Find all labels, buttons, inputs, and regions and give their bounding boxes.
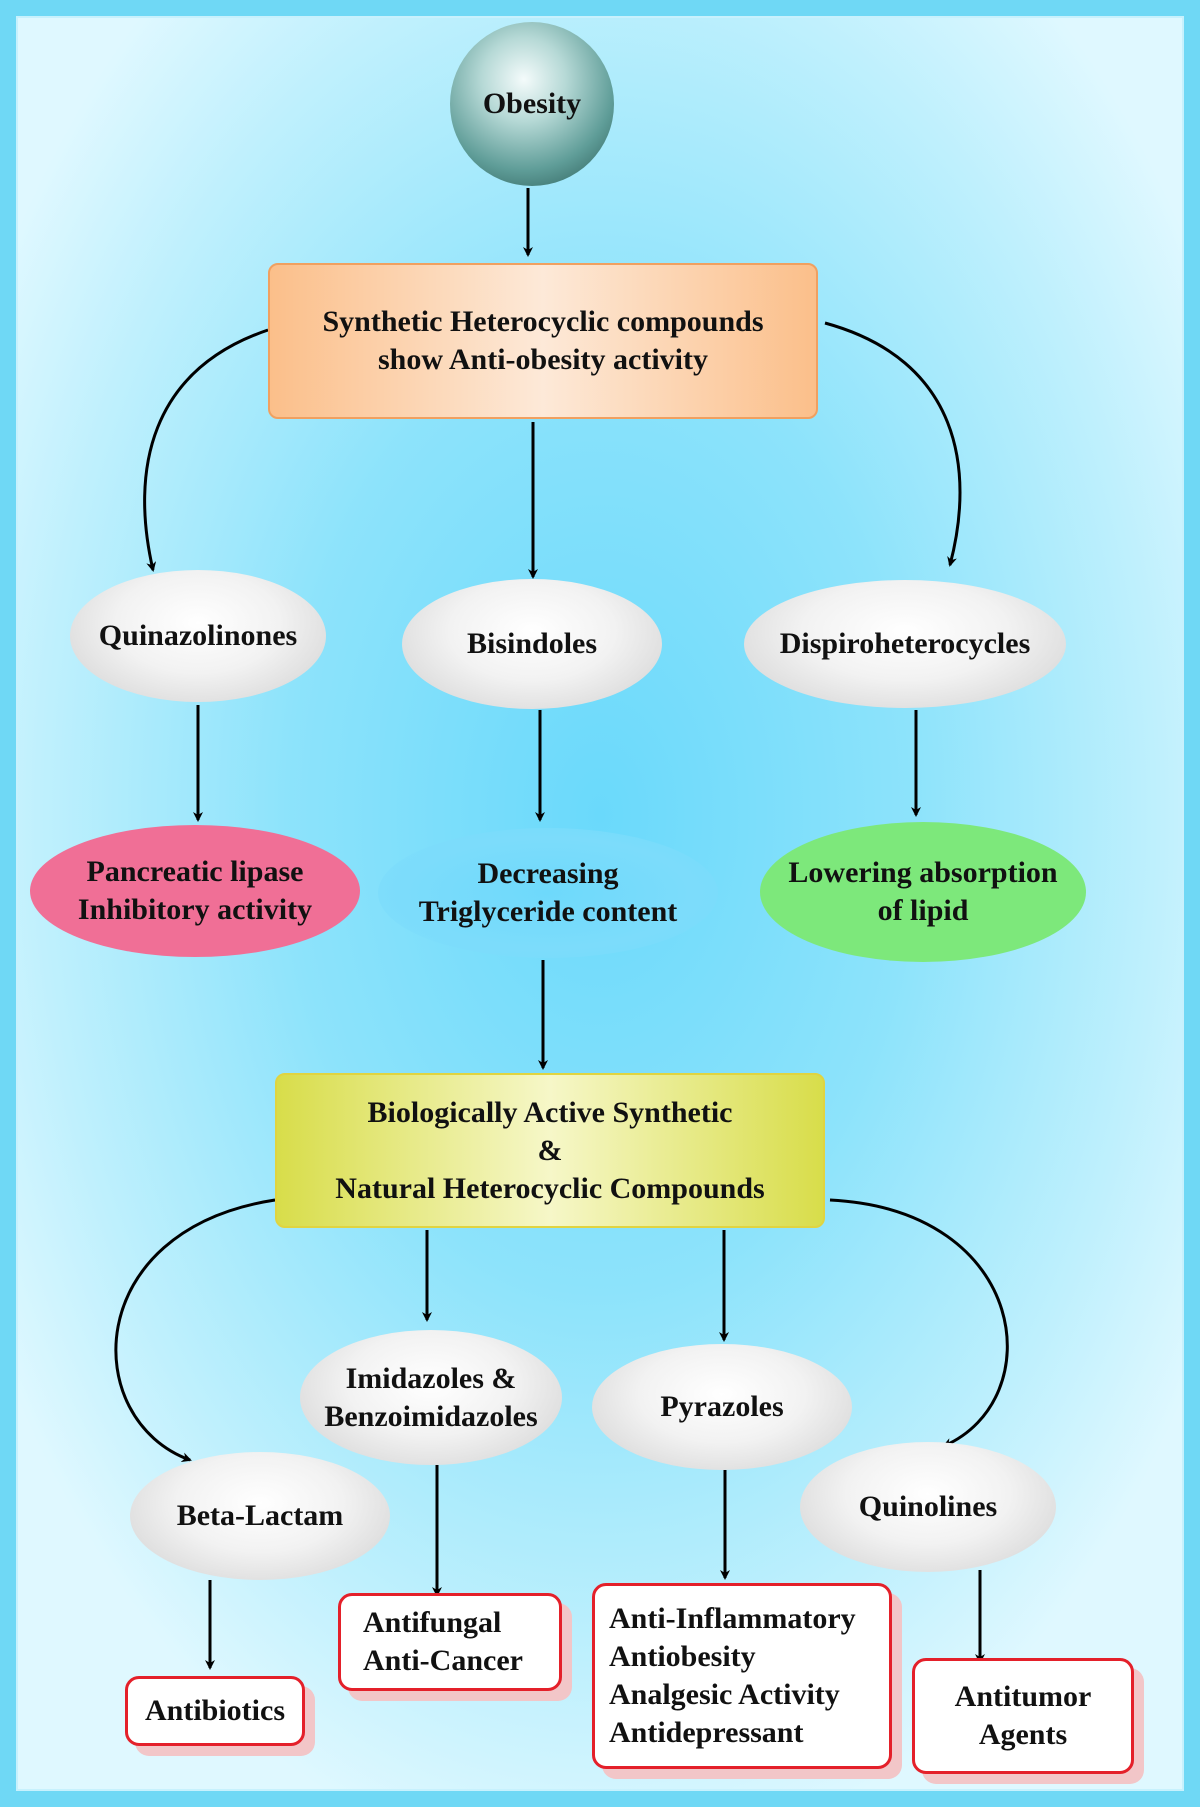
imidazoles-line-2: Benzoimidazoles: [324, 1399, 538, 1433]
antibiotics-label: Antibiotics: [144, 1694, 285, 1727]
biologically-active-box: Biologically Active Synthetic & Natural …: [275, 1073, 825, 1228]
beta-lactam-label: Beta-Lactam: [176, 1499, 344, 1532]
imidazoles-line-1: Imidazoles &: [345, 1361, 517, 1395]
dispiroheterocycles-label: Dispiroheterocycles: [779, 627, 1031, 660]
antitumor-line-2: Agents: [978, 1718, 1068, 1751]
antifungal-box: Antifungal Anti-Cancer: [338, 1593, 562, 1691]
antifungal-line-2: Anti-Cancer: [363, 1644, 523, 1677]
bio-line-3: Natural Heterocyclic Compounds: [335, 1171, 765, 1205]
synthetic-line-2: show Anti-obesity activity: [378, 343, 708, 376]
decreasing-line-1: Decreasing: [477, 857, 619, 890]
anti-inflammatory-label: Anti-Inflammatory: [609, 1602, 856, 1635]
dispiroheterocycles-node: Dispiroheterocycles: [744, 580, 1066, 708]
antitumor-line-1: Antitumor: [954, 1680, 1092, 1713]
bisindoles-node: Bisindoles: [402, 579, 662, 709]
quinazolinones-node: Quinazolinones: [70, 570, 326, 702]
synthetic-line-1: Synthetic Heterocyclic compounds: [322, 305, 764, 338]
arrow-bio-to-beta-lactam: [114, 1198, 276, 1462]
antiobesity-label: Antiobesity: [609, 1640, 756, 1673]
beta-lactam-node: Beta-Lactam: [130, 1452, 390, 1580]
quinolines-node: Quinolines: [800, 1442, 1056, 1572]
pyrazole-activities-box: Anti-Inflammatory Antiobesity Analgesic …: [592, 1583, 892, 1769]
lowering-line-2: of lipid: [877, 894, 969, 927]
pancreatic-line-2: Inhibitory activity: [77, 893, 313, 926]
antitumor-box: Antitumor Agents: [912, 1658, 1134, 1774]
obesity-label: Obesity: [482, 87, 582, 120]
bisindoles-label: Bisindoles: [466, 627, 598, 660]
imidazoles-node: Imidazoles & Benzoimidazoles: [300, 1330, 562, 1465]
analgesic-activity-label: Analgesic Activity: [609, 1678, 840, 1711]
antifungal-line-1: Antifungal: [363, 1606, 502, 1639]
antibiotics-box: Antibiotics: [125, 1676, 305, 1746]
synthetic-heterocyclic-box: Synthetic Heterocyclic compounds show An…: [268, 263, 818, 419]
pancreatic-lipase-node: Pancreatic lipase Inhibitory activity: [30, 825, 360, 957]
antidepressant-label: Antidepressant: [609, 1716, 804, 1749]
bio-line-1: Biologically Active Synthetic: [367, 1095, 733, 1129]
quinazolinones-label: Quinazolinones: [98, 619, 298, 652]
pancreatic-line-1: Pancreatic lipase: [86, 855, 304, 888]
lowering-absorption-node: Lowering absorption of lipid: [760, 822, 1086, 962]
decreasing-line-2: Triglyceride content: [418, 895, 678, 928]
arrow-bio-to-quinolines: [829, 1198, 1009, 1448]
arrow-synthetic-to-dispiro: [824, 321, 962, 567]
bio-line-2: &: [537, 1133, 563, 1167]
pyrazoles-node: Pyrazoles: [592, 1344, 852, 1470]
lowering-line-1: Lowering absorption: [788, 856, 1058, 889]
decreasing-triglyceride-node: Decreasing Triglyceride content: [378, 828, 718, 958]
obesity-node: Obesity: [450, 22, 614, 186]
quinolines-label: Quinolines: [858, 1490, 998, 1523]
arrow-synthetic-to-quinazolinones: [143, 328, 269, 572]
pyrazoles-label: Pyrazoles: [660, 1390, 784, 1423]
